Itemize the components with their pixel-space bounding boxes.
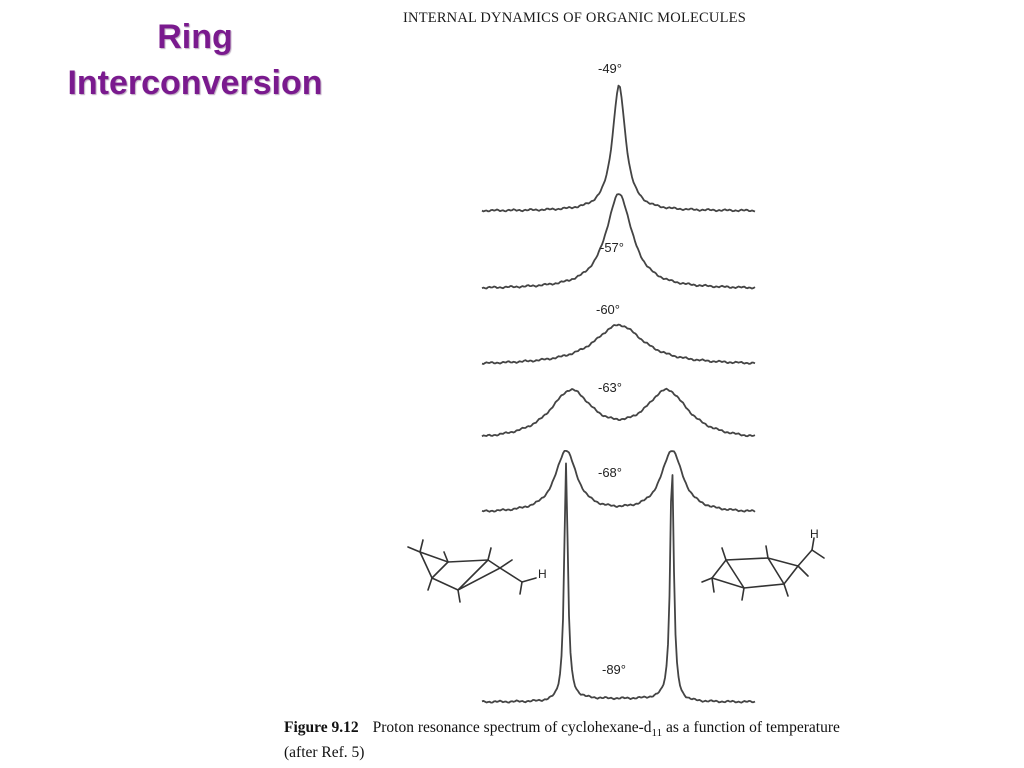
spectrum-trace (481, 387, 756, 438)
caption-reference: (after Ref. 5) (284, 744, 365, 762)
caption-text: Proton resonance spectrum of cyclohexane… (372, 719, 652, 736)
spectrum-traces (481, 84, 756, 704)
spectrum-trace (481, 462, 756, 704)
caption-text-tail: as a function of temperature (662, 719, 840, 736)
caption-subscript: 11 (651, 727, 663, 740)
temperature-label: -89° (602, 662, 626, 677)
temperature-label: -60° (596, 302, 620, 317)
chair-conformer-left-icon (407, 539, 537, 603)
temperature-label: -49° (598, 61, 622, 76)
spectrum-trace (481, 84, 756, 213)
slide-title: Ring Interconversion (40, 14, 350, 106)
spectrum-trace (481, 193, 756, 290)
temperature-label: -68° (598, 465, 622, 480)
figure-number: Figure 9.12 (284, 719, 359, 736)
book-page-header: INTERNAL DYNAMICS OF ORGANIC MOLECULES (403, 10, 746, 26)
spectrum-trace (481, 450, 756, 513)
conformer-left-h-label: H (538, 567, 547, 581)
temperature-label: -63° (598, 380, 622, 395)
temperature-labels: -49° -57° -60° -63° -68° -89° (596, 61, 626, 677)
conformer-right-h-label: H (810, 527, 819, 541)
temperature-label: -57° (600, 240, 624, 255)
slide-title-line-1: Ring (157, 18, 233, 56)
figure-caption: Figure 9.12 Proton resonance spectrum of … (284, 718, 984, 763)
slide-title-line-2: Interconversion (67, 64, 323, 102)
chair-conformer-right-icon (701, 537, 825, 601)
spectrum-trace (481, 323, 756, 365)
